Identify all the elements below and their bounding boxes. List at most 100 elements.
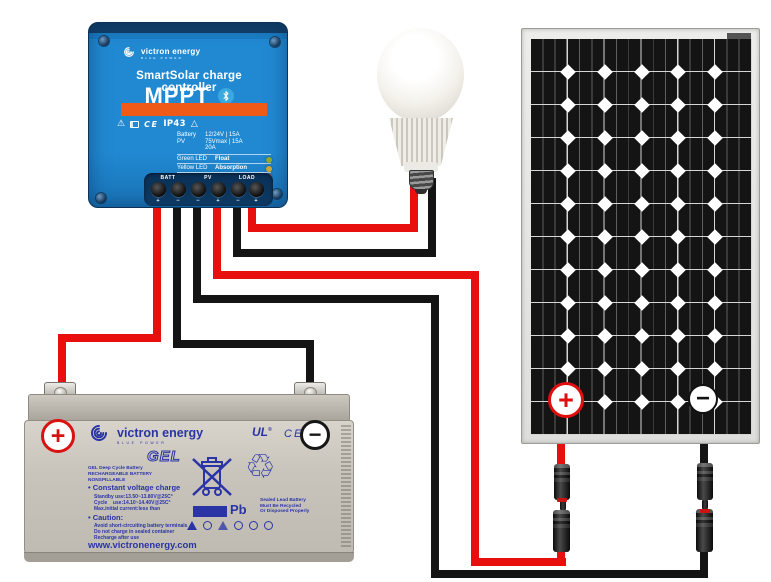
cell-corner-diamond bbox=[596, 130, 613, 146]
spec-row: PV 75Vmax | 15A bbox=[177, 139, 271, 146]
screw-icon bbox=[272, 189, 282, 199]
cell-corner-diamond bbox=[633, 328, 650, 344]
cell-corner-diamond bbox=[707, 64, 723, 80]
cell-corner-diamond bbox=[560, 328, 576, 344]
panel-serial-label bbox=[727, 33, 751, 39]
recycle-line: Or Disposed Properly bbox=[260, 509, 310, 515]
wire-battery-negative-v1 bbox=[173, 200, 181, 348]
brand-subtitle: BLUE POWER bbox=[141, 56, 184, 60]
cert-triangle-icon bbox=[187, 521, 197, 530]
screw-icon bbox=[96, 193, 106, 203]
terminal-pv-negative[interactable] bbox=[190, 182, 206, 197]
wire-panel-negative-lead bbox=[700, 440, 708, 467]
wire-battery-negative-v2 bbox=[306, 340, 314, 386]
polarity-mark: − bbox=[236, 198, 240, 204]
mc4-connector-positive-female[interactable] bbox=[553, 510, 570, 552]
cert-circle-icon bbox=[249, 521, 258, 530]
status-led-yellow bbox=[266, 166, 272, 172]
cell-corner-diamond bbox=[596, 361, 613, 377]
battery-positive-badge: + bbox=[41, 419, 75, 453]
cell-corner-diamond bbox=[633, 196, 650, 212]
brand-name: victron energy bbox=[141, 47, 201, 56]
brand-name: victron energy bbox=[117, 426, 204, 440]
battery-type-line: GEL Deep Cycle Battery bbox=[88, 466, 143, 471]
bluetooth-icon bbox=[217, 88, 234, 104]
spec-block: Battery 12/24V | 15A PV 75Vmax | 15A 20A bbox=[177, 132, 271, 152]
mc4-pin-tip bbox=[702, 500, 708, 509]
cell-corner-diamond bbox=[596, 394, 613, 410]
spec-value: 20A bbox=[205, 145, 216, 151]
cell-corner-diamond bbox=[633, 97, 650, 113]
victron-logo: victron energy BLUE POWER bbox=[121, 45, 200, 63]
cell-corner-diamond bbox=[633, 394, 650, 410]
polarity-mark: + bbox=[156, 198, 160, 204]
polarity-mark: + bbox=[254, 198, 258, 204]
cell-corner-diamond bbox=[670, 229, 687, 245]
cell-corner-diamond bbox=[633, 130, 650, 146]
spec-label bbox=[177, 145, 205, 152]
registered-mark: ® bbox=[268, 427, 272, 433]
solar-panel: + − bbox=[521, 28, 760, 444]
mc4-connector-positive-male[interactable] bbox=[554, 464, 570, 500]
terminal-pv-positive[interactable] bbox=[210, 182, 226, 197]
wire-pv-negative-v3 bbox=[700, 546, 708, 578]
cell-corner-diamond bbox=[596, 64, 613, 80]
terminal-batt-negative[interactable] bbox=[170, 182, 186, 197]
battery-website: www.victronenergy.com bbox=[88, 540, 197, 551]
orange-accent-bar bbox=[121, 103, 267, 116]
bulb-contact-tip bbox=[415, 189, 427, 194]
cell-corner-diamond bbox=[596, 163, 613, 179]
cell-corner-diamond bbox=[633, 295, 650, 311]
cell-corner-diamond bbox=[670, 262, 687, 278]
cell-corner-diamond bbox=[560, 229, 576, 245]
caution-title: • Caution: bbox=[88, 513, 124, 522]
cell-corner-diamond bbox=[670, 295, 687, 311]
charge-line: Standby use:13.50~13.80V@25C° bbox=[94, 494, 173, 500]
bulb-neck bbox=[404, 162, 438, 172]
cert-circle-icon bbox=[264, 521, 273, 530]
cell-corner-diamond bbox=[596, 196, 613, 212]
wire-load-positive-h bbox=[248, 224, 418, 232]
mc4-connector-negative-female[interactable] bbox=[696, 509, 713, 552]
caution-line: Do not charge in sealed container bbox=[94, 529, 175, 535]
cell-corner-diamond bbox=[596, 229, 613, 245]
pb-label: Pb bbox=[230, 502, 247, 517]
wire-load-negative-v1 bbox=[233, 200, 241, 257]
cell-corner-diamond bbox=[596, 262, 613, 278]
charge-line: Max.initial current:less than bbox=[94, 506, 161, 512]
mc4-pin-tip bbox=[560, 500, 566, 510]
cell-corner-diamond bbox=[633, 262, 650, 278]
manual-icon bbox=[130, 120, 140, 128]
terminal-group-pv: PV bbox=[204, 175, 212, 181]
warning-icon: ⚠ bbox=[117, 119, 126, 129]
ce-mark: CE bbox=[284, 428, 304, 440]
terminal-load-positive[interactable] bbox=[248, 182, 264, 197]
recycle-line: Must Be Recycled bbox=[260, 503, 302, 509]
terminal-batt-positive[interactable] bbox=[150, 182, 166, 197]
charge-line: Cycle use:14.10~14.40V@25C° bbox=[94, 500, 171, 506]
terminal-group-batt: BATT bbox=[160, 175, 176, 181]
mc4-connector-negative-male[interactable] bbox=[697, 463, 713, 500]
spec-row: Battery 12/24V | 15A bbox=[177, 132, 271, 139]
recycle-triangle-icon: △ bbox=[190, 119, 198, 129]
polarity-mark: + bbox=[216, 198, 220, 204]
cell-corner-diamond bbox=[670, 196, 687, 212]
wire-pv-negative-v2 bbox=[431, 295, 439, 578]
wire-pv-negative-h2 bbox=[431, 570, 708, 578]
cell-corner-diamond bbox=[707, 262, 723, 278]
wire-load-positive-v1 bbox=[248, 200, 256, 232]
battery-type-line: RECHARGEABLE BATTERY bbox=[88, 472, 152, 477]
cell-corner-diamond bbox=[707, 163, 723, 179]
cell-corner-diamond bbox=[596, 295, 613, 311]
cell-corner-diamond bbox=[596, 328, 613, 344]
led-value: Absorption bbox=[215, 165, 247, 171]
polarity-mark: − bbox=[196, 198, 200, 204]
ip-rating: IP43 bbox=[163, 119, 186, 129]
cell-corner-diamond bbox=[670, 130, 687, 146]
cell-corner-diamond bbox=[670, 163, 687, 179]
spec-value: 75Vmax | 15A bbox=[205, 138, 243, 145]
cell-corner-diamond bbox=[707, 97, 723, 113]
terminal-load-negative[interactable] bbox=[230, 182, 246, 197]
wire-load-negative-v2 bbox=[428, 178, 436, 257]
wire-load-negative-h bbox=[233, 249, 436, 257]
